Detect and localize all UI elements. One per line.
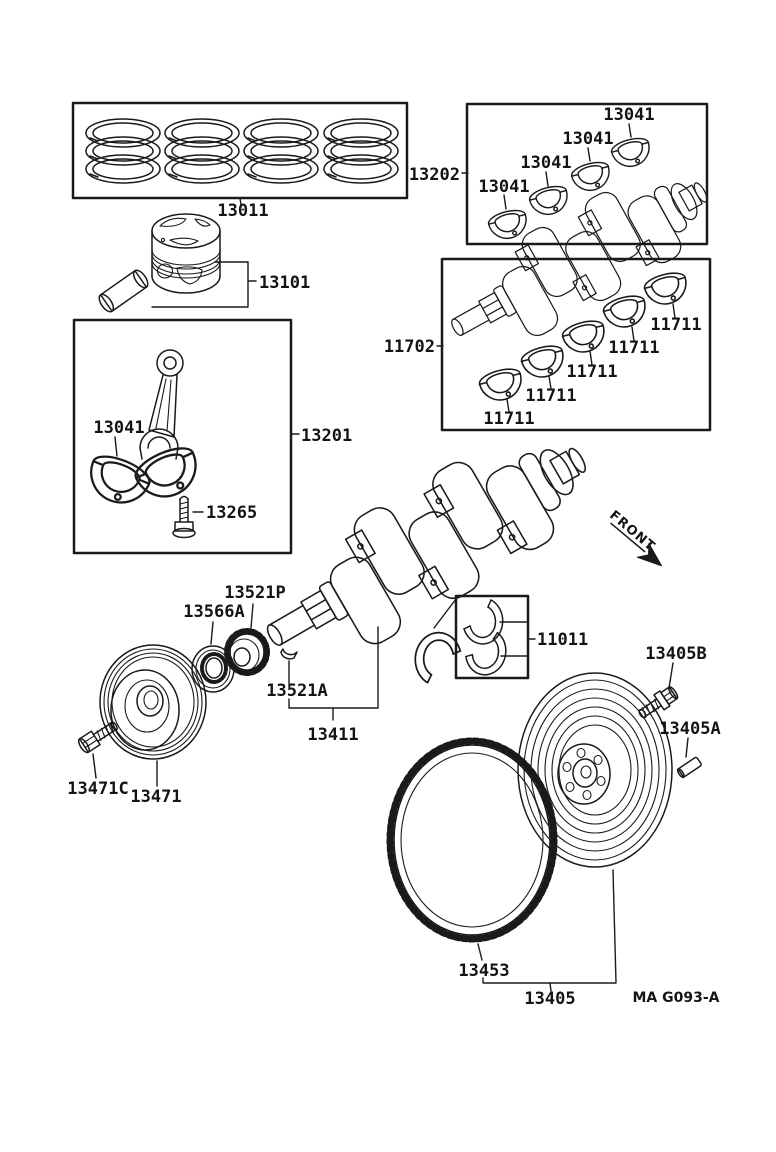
callout-rod-bearing: 13041 bbox=[478, 177, 529, 197]
callout-key: 13521A bbox=[266, 681, 327, 701]
thrust-washer-box bbox=[454, 594, 536, 680]
callout-thrust-washer: 11011 bbox=[537, 630, 588, 650]
piston-ring-set-box bbox=[71, 101, 409, 206]
callout-rod-bearing: 13041 bbox=[520, 153, 571, 173]
callout-dowel-pin: 13405A bbox=[659, 719, 720, 739]
piston bbox=[151, 213, 221, 294]
crankshaft-pulley bbox=[99, 644, 207, 787]
front-direction-label: FRONT bbox=[606, 508, 658, 555]
crankshaft-callout-bracket bbox=[288, 626, 379, 721]
callout-rod-bolt: 13265 bbox=[206, 503, 257, 523]
callout-main-bearing: 11711 bbox=[608, 338, 659, 358]
callout-flywheel-bolt: 13405B bbox=[645, 644, 706, 664]
flywheel-ring-gear bbox=[386, 737, 558, 961]
crankshaft-box bbox=[436, 257, 712, 432]
callout-piston-ring-set: 13011 bbox=[217, 201, 268, 221]
callout-main-bearing: 11711 bbox=[525, 386, 576, 406]
callout-main-bearing: 11711 bbox=[483, 409, 534, 429]
piston-callout-bracket bbox=[151, 261, 257, 308]
callout-rod-box: 13201 bbox=[301, 426, 352, 446]
callout-flywheel: 13405 bbox=[524, 989, 575, 1009]
callout-rod-bearing: 13041 bbox=[562, 129, 613, 149]
connecting-rod-box bbox=[72, 318, 300, 555]
crankshaft-with-bearing-box bbox=[461, 102, 709, 246]
callout-rod-bearing: 13041 bbox=[93, 418, 144, 438]
rod-bolt bbox=[172, 495, 196, 539]
drawing-code: MA G093-A bbox=[632, 990, 719, 1006]
callout-crankshaft: 13411 bbox=[307, 725, 358, 745]
piston-pin bbox=[98, 269, 149, 313]
crankshaft-key bbox=[280, 648, 298, 684]
callout-crankshaft-box: 11702 bbox=[384, 337, 435, 357]
callout-main-bearing: 11711 bbox=[650, 315, 701, 335]
front-arrow bbox=[610, 522, 663, 567]
callout-main-bearing: 11711 bbox=[566, 362, 617, 382]
callout-piston: 13101 bbox=[259, 273, 310, 293]
callout-ring-gear: 13453 bbox=[458, 961, 509, 981]
pulley-bolt bbox=[77, 721, 118, 754]
callout-sprocket-plate: 13566A bbox=[183, 602, 244, 622]
callout-labels: 13011 13101 13202 13041 13041 13041 1304… bbox=[67, 105, 720, 1009]
flywheel-dowel-pin bbox=[676, 756, 702, 779]
flywheel-callout-bracket bbox=[482, 977, 617, 992]
callout-rod-bearing: 13041 bbox=[603, 105, 654, 125]
callout-pulley: 13471 bbox=[130, 787, 181, 807]
callout-sprocket: 13521P bbox=[224, 583, 285, 603]
flywheel bbox=[517, 672, 673, 983]
callout-crank-bearing-box: 13202 bbox=[409, 165, 460, 185]
thrust-washer-loose bbox=[413, 630, 463, 686]
callout-pulley-bolt: 13471C bbox=[67, 779, 128, 799]
